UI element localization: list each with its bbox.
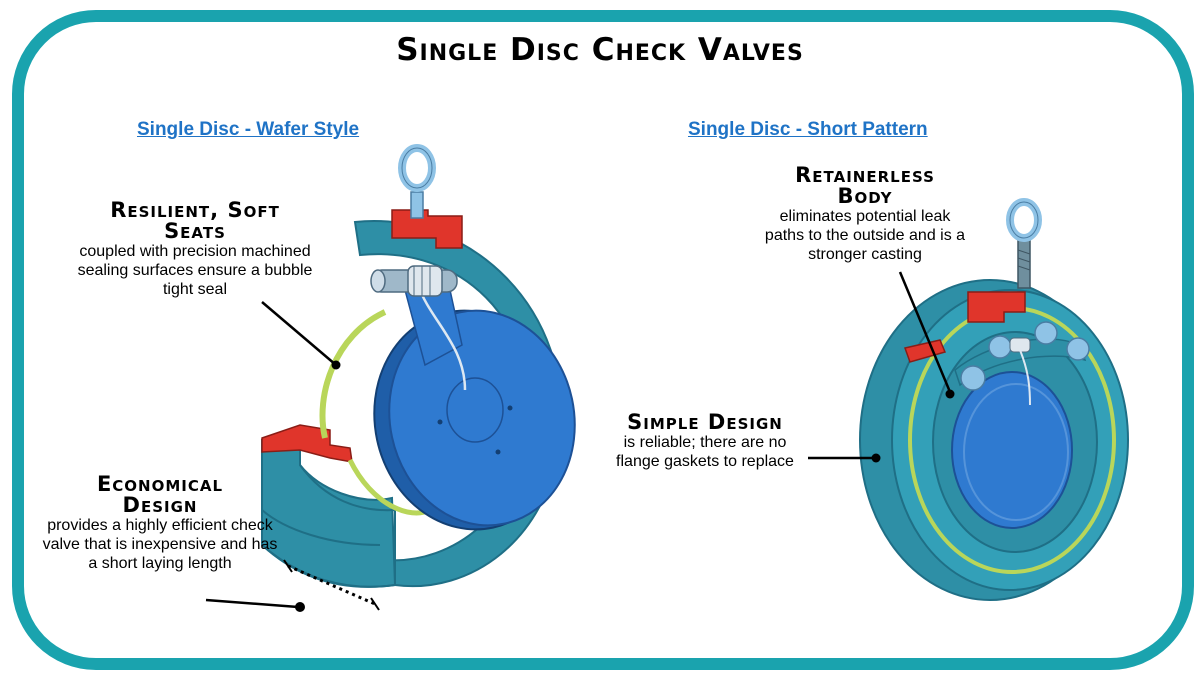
cut-section-top	[967, 291, 1026, 323]
short-pattern-valve-illustration	[808, 198, 1129, 601]
callout-simple-design: Simple Design is reliable; there are no …	[610, 412, 800, 471]
callout-economical-design: Economical Design provides a highly effi…	[40, 474, 280, 573]
eyebolt-stem	[1017, 237, 1031, 289]
callout-heading: Design	[122, 493, 198, 517]
callout-heading: Economical	[96, 472, 224, 496]
eyebolt-stem	[410, 191, 424, 219]
leader-seats	[261, 301, 337, 366]
cut-section-bottom	[261, 424, 353, 463]
page-title: Single Disc Check Valves	[396, 32, 804, 68]
callout-resilient-seats: Resilient, Soft Seats coupled with preci…	[70, 200, 320, 299]
spring	[1019, 349, 1031, 406]
laying-length-marker	[287, 564, 376, 606]
cut-section-top	[391, 209, 463, 249]
screw-icon	[1066, 337, 1090, 361]
screw-icon	[1034, 321, 1058, 345]
callout-heading: Seats	[164, 219, 226, 243]
callout-text: provides a highly efficient check valve …	[42, 517, 278, 572]
screw-icon	[960, 365, 986, 391]
callout-retainerless-body: Retainerless Body eliminates potential l…	[760, 165, 970, 264]
heading-wafer-style[interactable]: Single Disc - Wafer Style	[137, 119, 360, 140]
heading-short-pattern[interactable]: Single Disc - Short Pattern	[688, 119, 928, 140]
callout-text: eliminates potential leak paths to the o…	[764, 208, 966, 263]
callout-heading: Simple Design	[627, 410, 783, 434]
callout-heading: Body	[837, 184, 893, 208]
leader-retainerless	[898, 271, 952, 393]
disc	[951, 371, 1073, 529]
body-lower-section	[261, 439, 397, 588]
leader-economical	[205, 598, 299, 609]
callout-text: is reliable; there are no flange gaskets…	[616, 434, 794, 470]
callout-heading: Retainerless	[795, 163, 935, 187]
disc	[388, 309, 576, 527]
screw-icon	[988, 335, 1012, 359]
callout-text: coupled with precision machined sealing …	[77, 243, 313, 298]
callout-heading: Resilient, Soft	[110, 198, 280, 222]
wafer-valve-illustration	[205, 144, 576, 612]
